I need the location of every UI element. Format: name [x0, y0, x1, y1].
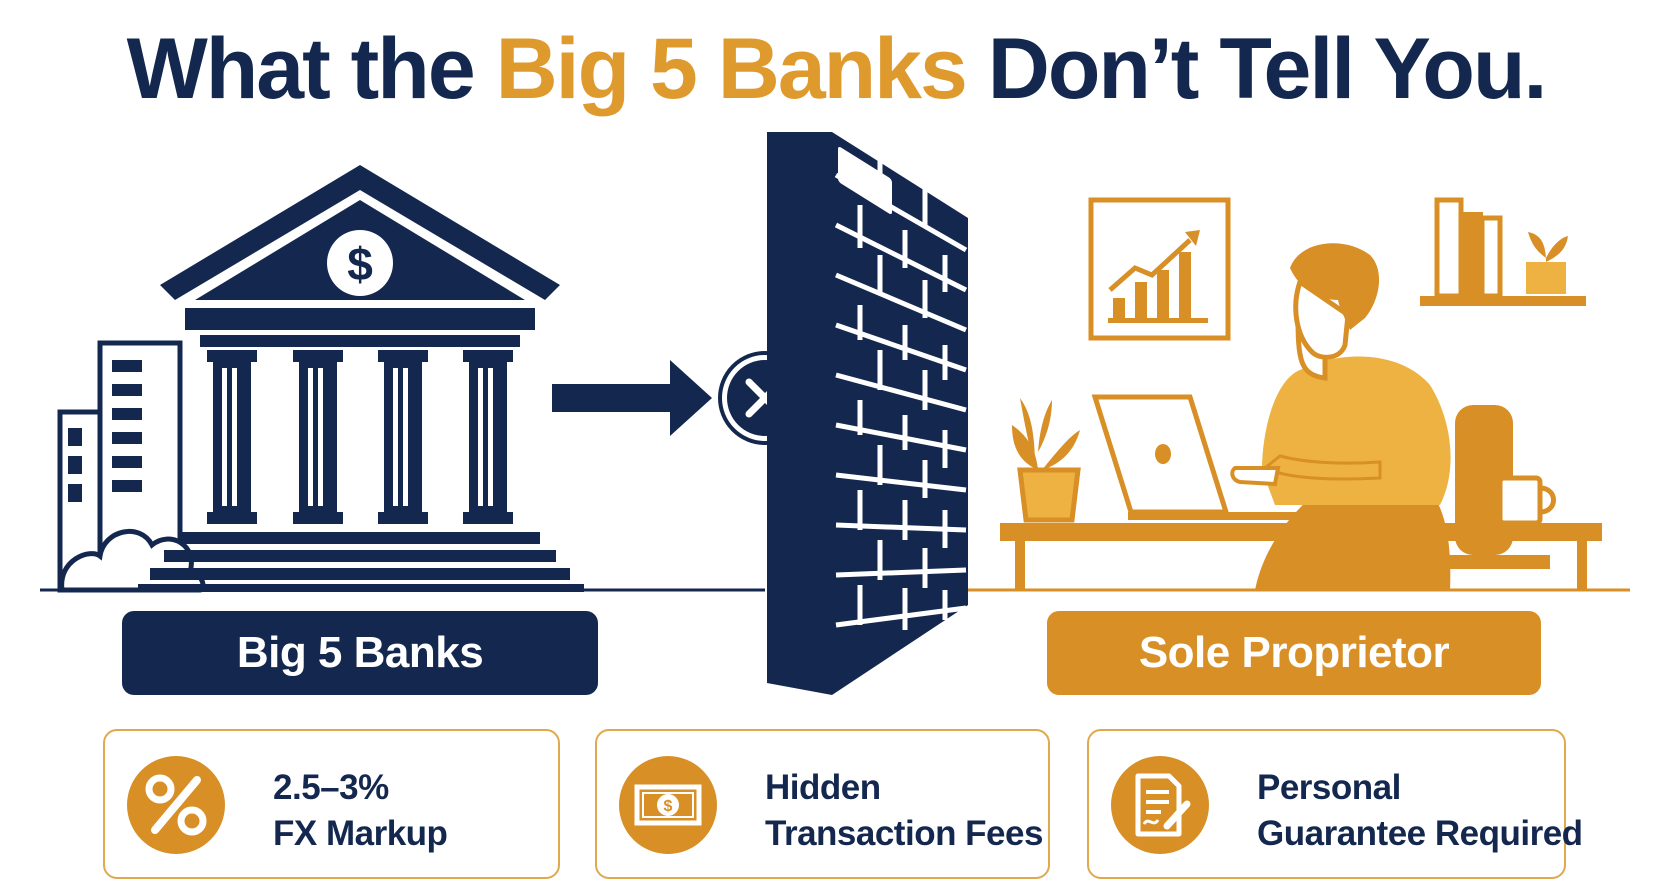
- bookshelf-icon: [1420, 197, 1586, 306]
- banknote-icon: $: [619, 756, 717, 854]
- coffee-mug-icon: [1497, 475, 1556, 526]
- percent-icon: [127, 756, 225, 854]
- title-highlight: Big 5 Banks: [495, 21, 968, 117]
- big-5-banks-label: Big 5 Banks: [122, 611, 598, 695]
- person-working-icon: [1230, 243, 1451, 590]
- page-title: What the Big 5 Banks Don’t Tell You.: [0, 14, 1672, 124]
- bank-dollar-sign: $: [347, 238, 373, 290]
- fx-markup-card: 2.5–3% FX Markup: [103, 729, 560, 879]
- banknote-dollar-sign: $: [664, 798, 673, 815]
- fx-markup-line-1: 2.5–3%: [273, 768, 389, 807]
- title-part-2: Don’t Tell You.: [965, 21, 1548, 117]
- personal-guarantee-line-1: Personal: [1257, 768, 1401, 807]
- fx-markup-line-2: FX Markup: [273, 814, 448, 853]
- hidden-fees-card: $ Hidden Transaction Fees: [595, 729, 1050, 879]
- personal-guarantee-line-2: Guarantee Required: [1257, 814, 1583, 853]
- bank-building-icon: $: [138, 165, 584, 592]
- laptop-icon: [1091, 394, 1318, 520]
- signed-document-icon: [1111, 756, 1209, 854]
- potted-plant-icon: [1012, 398, 1081, 523]
- hidden-fees-line-2: Transaction Fees: [765, 814, 1043, 853]
- personal-guarantee-text: Personal Guarantee Required: [1257, 765, 1583, 857]
- brick-wall-icon: [767, 132, 968, 695]
- framed-growth-chart-icon: [1088, 197, 1231, 341]
- personal-guarantee-card: Personal Guarantee Required: [1087, 729, 1583, 879]
- fx-markup-text: 2.5–3% FX Markup: [273, 765, 448, 857]
- arrow-right-icon: [552, 360, 712, 436]
- hidden-fees-line-1: Hidden: [765, 768, 881, 807]
- hidden-fees-text: Hidden Transaction Fees: [765, 765, 1043, 857]
- sole-proprietor-label: Sole Proprietor: [1047, 611, 1541, 695]
- title-part-1: What the: [126, 21, 496, 117]
- dollar-icon: [327, 230, 393, 296]
